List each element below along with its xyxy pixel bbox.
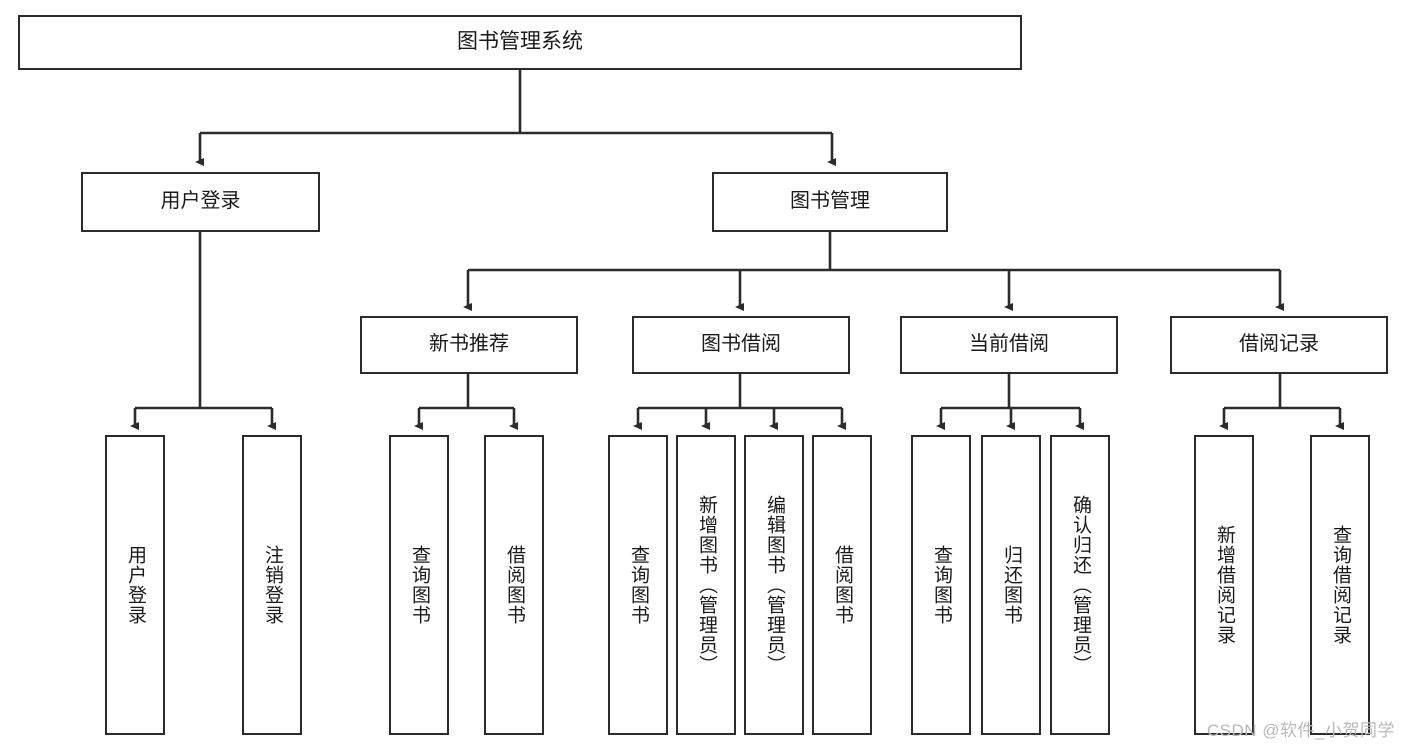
leaf-book-borrow-borrow-book[interactable]: 借阅图书 [812,435,872,735]
node-label: 编辑图书（管理员） [763,495,785,675]
node-label: 借阅记录 [1239,333,1319,356]
leaf-current-borrow-query-book[interactable]: 查询图书 [911,435,971,735]
node-label: 用户登录 [124,545,146,625]
node-label: 新增图书（管理员） [695,495,717,675]
node-user-login[interactable]: 用户登录 [81,172,320,232]
leaf-user-login-logout[interactable]: 注销登录 [242,435,302,735]
node-label: 查询图书 [627,545,649,625]
leaf-book-borrow-edit-book[interactable]: 编辑图书（管理员） [744,435,804,735]
node-label: 查询图书 [408,545,430,625]
leaf-book-borrow-add-book[interactable]: 新增图书（管理员） [676,435,736,735]
node-root-system[interactable]: 图书管理系统 [18,15,1022,70]
node-label: 新书推荐 [429,333,509,356]
leaf-borrow-record-query-record[interactable]: 查询借阅记录 [1310,435,1370,735]
node-label: 注销登录 [261,545,283,625]
node-new-book-recommend[interactable]: 新书推荐 [360,316,578,374]
node-current-borrow[interactable]: 当前借阅 [900,316,1118,374]
leaf-book-borrow-query-book[interactable]: 查询图书 [608,435,668,735]
node-label: 新增借阅记录 [1213,525,1235,645]
node-label: 图书管理系统 [457,30,583,54]
watermark: CSDN @软件_小贺同学 [1206,721,1395,740]
node-label: 查询图书 [930,545,952,625]
node-book-borrow[interactable]: 图书借阅 [632,316,850,374]
node-label: 确认归还（管理员） [1069,495,1091,675]
node-label: 借阅图书 [503,545,525,625]
node-borrow-record[interactable]: 借阅记录 [1170,316,1388,374]
node-label: 查询借阅记录 [1329,525,1351,645]
leaf-user-login-login[interactable]: 用户登录 [105,435,165,735]
node-label: 图书管理 [790,190,870,213]
node-label: 用户登录 [160,190,241,213]
node-label: 当前借阅 [969,333,1049,356]
leaf-new-book-borrow-book[interactable]: 借阅图书 [484,435,544,735]
leaf-current-borrow-confirm-return[interactable]: 确认归还（管理员） [1050,435,1110,735]
node-label: 借阅图书 [831,545,853,625]
node-label: 图书借阅 [701,333,781,356]
leaf-new-book-query-book[interactable]: 查询图书 [389,435,449,735]
leaf-borrow-record-add-record[interactable]: 新增借阅记录 [1194,435,1254,735]
node-label: 归还图书 [1000,545,1022,625]
node-book-management[interactable]: 图书管理 [712,172,948,232]
leaf-current-borrow-return-book[interactable]: 归还图书 [981,435,1041,735]
